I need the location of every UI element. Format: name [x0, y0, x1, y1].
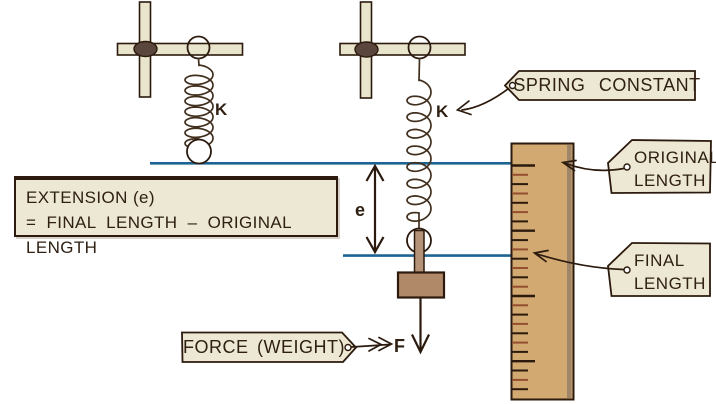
- original-length-pointer-head: [560, 159, 577, 172]
- stand-arm: [116, 42, 244, 56]
- right-spring-coil: [406, 79, 432, 222]
- extension-arrowhead-bottom: [365, 236, 385, 255]
- tag-hole: [623, 163, 631, 171]
- extension-arrowhead-top: [365, 163, 385, 182]
- force-weight-pointer-head: [378, 336, 394, 352]
- clamp-knob: [354, 41, 379, 58]
- stand-arm: [339, 42, 466, 56]
- left-spring-ball: [186, 138, 212, 165]
- weight-block: [396, 271, 446, 299]
- final-length-tag-label: FINAL LENGTH: [634, 249, 706, 295]
- spring-constant-pointer-head: [455, 100, 472, 116]
- original-length-line1: ORIGINAL: [634, 148, 716, 167]
- right-clamp-stand: [339, 1, 466, 99]
- tag-hole: [344, 343, 352, 352]
- force-vector-arrowhead: [411, 334, 430, 355]
- final-length-pointer: [536, 253, 625, 271]
- final-length-pointer-head: [532, 249, 549, 263]
- ruler-ticks: [512, 164, 535, 391]
- left-spring: [184, 57, 214, 165]
- k-label-left: K: [215, 100, 228, 119]
- tag-hole: [623, 266, 631, 274]
- force-weight-tag-label: FORCE (WEIGHT): [183, 337, 345, 357]
- ruler-shadow-edge: [567, 145, 572, 398]
- left-spring-coil: [184, 64, 214, 149]
- final-length-line1: FINAL: [634, 251, 685, 270]
- spring-constant-tag: [503, 70, 696, 101]
- original-length-tag-label: ORIGINAL LENGTH: [634, 146, 716, 192]
- force-weight-pointer-head2: [368, 337, 383, 352]
- ruler: [510, 142, 575, 401]
- extension-formula-line1: EXTENSION (e): [26, 188, 155, 207]
- force-weight-pointer: [350, 343, 391, 348]
- final-length-tag: [607, 242, 711, 297]
- k-label-right: K: [436, 102, 449, 121]
- force-weight-tag: [181, 331, 358, 363]
- tag-hole: [508, 81, 517, 90]
- e-label: e: [355, 200, 366, 220]
- left-clamp-stand: [116, 1, 244, 98]
- extension-formula-box: EXTENSION (e) = FINAL LENGTH – ORIGINAL …: [14, 176, 338, 257]
- clamp-knob: [133, 40, 158, 58]
- ruler-body: [510, 142, 575, 401]
- extension-arrow: [365, 163, 385, 255]
- weight-rod: [413, 229, 425, 274]
- spring-constant-tag-label: SPRING CONSTANT: [513, 75, 701, 95]
- extension-formula-line2: = FINAL LENGTH – ORIGINAL LENGTH: [26, 213, 292, 257]
- spring-top-link: [418, 57, 421, 82]
- original-length-pointer: [565, 162, 625, 172]
- label-tags: [181, 70, 712, 363]
- f-label: F: [394, 336, 405, 356]
- final-length-line2: LENGTH: [634, 274, 706, 293]
- original-length-tag: [607, 139, 712, 194]
- original-length-line2: LENGTH: [634, 171, 706, 190]
- right-spring-loaded: [396, 57, 446, 355]
- spring-constant-pointer: [461, 87, 510, 111]
